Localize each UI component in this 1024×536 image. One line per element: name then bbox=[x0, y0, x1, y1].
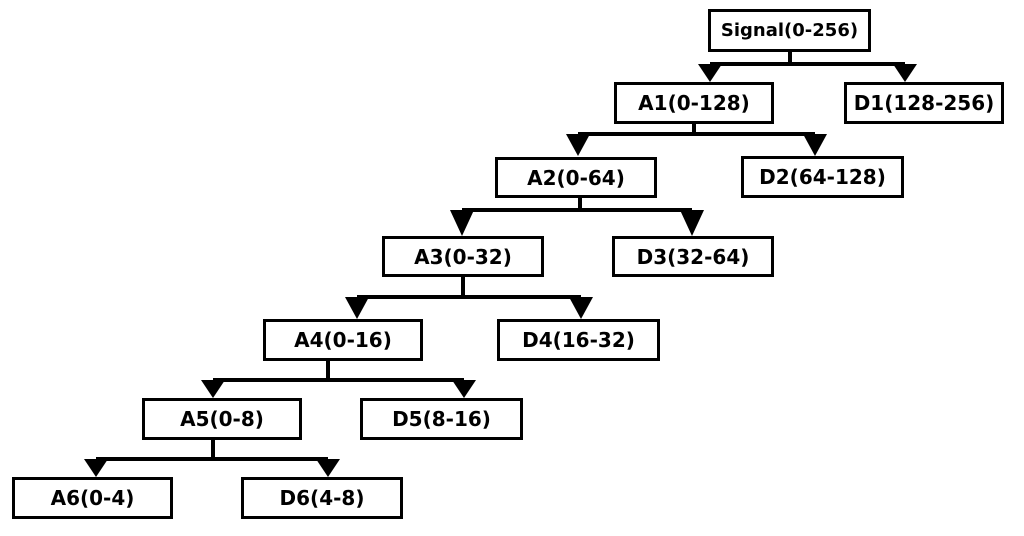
arrowhead-icon bbox=[569, 297, 593, 319]
node-d4: D4(16-32) bbox=[497, 319, 660, 361]
node-d5: D5(8-16) bbox=[360, 398, 523, 440]
arrowhead-icon bbox=[316, 459, 340, 477]
edge-a1 bbox=[566, 124, 827, 156]
arrowhead-icon bbox=[450, 210, 474, 236]
node-a5: A5(0-8) bbox=[142, 398, 302, 440]
arrowhead-icon bbox=[84, 459, 108, 477]
node-a3: A3(0-32) bbox=[382, 236, 544, 277]
node-a2: A2(0-64) bbox=[495, 157, 657, 198]
arrowhead-icon bbox=[452, 380, 476, 398]
node-d2: D2(64-128) bbox=[741, 156, 904, 198]
node-label: Signal(0-256) bbox=[720, 19, 859, 41]
node-label: A4(0-16) bbox=[294, 328, 392, 352]
arrowhead-icon bbox=[201, 380, 225, 398]
node-a4: A4(0-16) bbox=[263, 319, 423, 361]
node-a6: A6(0-4) bbox=[12, 477, 173, 519]
node-label: D3(32-64) bbox=[636, 244, 750, 269]
arrowhead-icon bbox=[893, 64, 917, 82]
arrowhead-icon bbox=[680, 210, 704, 236]
edge-a2 bbox=[450, 198, 704, 236]
arrowhead-icon bbox=[566, 134, 590, 156]
arrowhead-icon bbox=[803, 134, 827, 156]
node-signal: Signal(0-256) bbox=[708, 9, 871, 52]
node-label: D2(64-128) bbox=[759, 165, 886, 189]
arrowhead-icon bbox=[345, 297, 369, 319]
node-label: D5(8-16) bbox=[392, 407, 491, 431]
node-label: D6(4-8) bbox=[279, 486, 365, 510]
edge-a4 bbox=[201, 361, 476, 398]
node-label: A5(0-8) bbox=[180, 407, 264, 431]
node-a1: A1(0-128) bbox=[614, 82, 774, 124]
node-label: A1(0-128) bbox=[638, 91, 750, 115]
edge-a3 bbox=[345, 277, 593, 319]
node-label: D1(128-256) bbox=[853, 91, 995, 115]
node-label: A3(0-32) bbox=[414, 244, 512, 269]
node-label: D4(16-32) bbox=[522, 328, 635, 352]
edge-signal bbox=[698, 52, 917, 82]
node-d3: D3(32-64) bbox=[612, 236, 774, 277]
node-label: A6(0-4) bbox=[50, 486, 135, 510]
node-d6: D6(4-8) bbox=[241, 477, 403, 519]
edge-a5 bbox=[84, 440, 340, 477]
node-label: A2(0-64) bbox=[527, 165, 625, 190]
node-d1: D1(128-256) bbox=[844, 82, 1004, 124]
arrowhead-icon bbox=[698, 64, 722, 82]
